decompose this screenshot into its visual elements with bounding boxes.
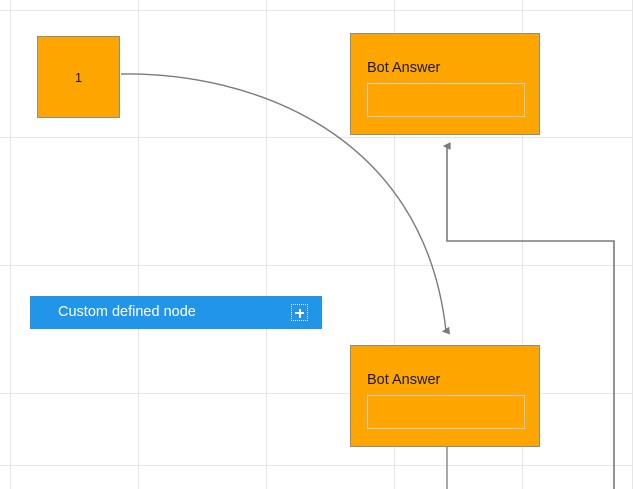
start-node[interactable]: 1 bbox=[37, 36, 120, 118]
bot-answer-node-bottom[interactable]: Bot Answer bbox=[350, 345, 540, 447]
start-node-label: 1 bbox=[74, 69, 83, 85]
custom-defined-node[interactable]: Custom defined node bbox=[30, 296, 322, 329]
bot-answer-node-top[interactable]: Bot Answer bbox=[350, 33, 540, 135]
bot-answer-node-top-slot[interactable] bbox=[367, 83, 525, 117]
edge-start-to-bot-answer-bottom[interactable] bbox=[120, 73, 451, 335]
bot-answer-node-bottom-title: Bot Answer bbox=[367, 372, 441, 388]
custom-defined-node-label: Custom defined node bbox=[58, 304, 196, 321]
bot-answer-node-top-title: Bot Answer bbox=[367, 60, 441, 76]
bot-answer-node-bottom-slot[interactable] bbox=[367, 395, 525, 429]
edge-bot-answer-bottom-to-bot-answer-top[interactable] bbox=[442, 142, 615, 489]
plus-icon[interactable] bbox=[291, 304, 308, 321]
